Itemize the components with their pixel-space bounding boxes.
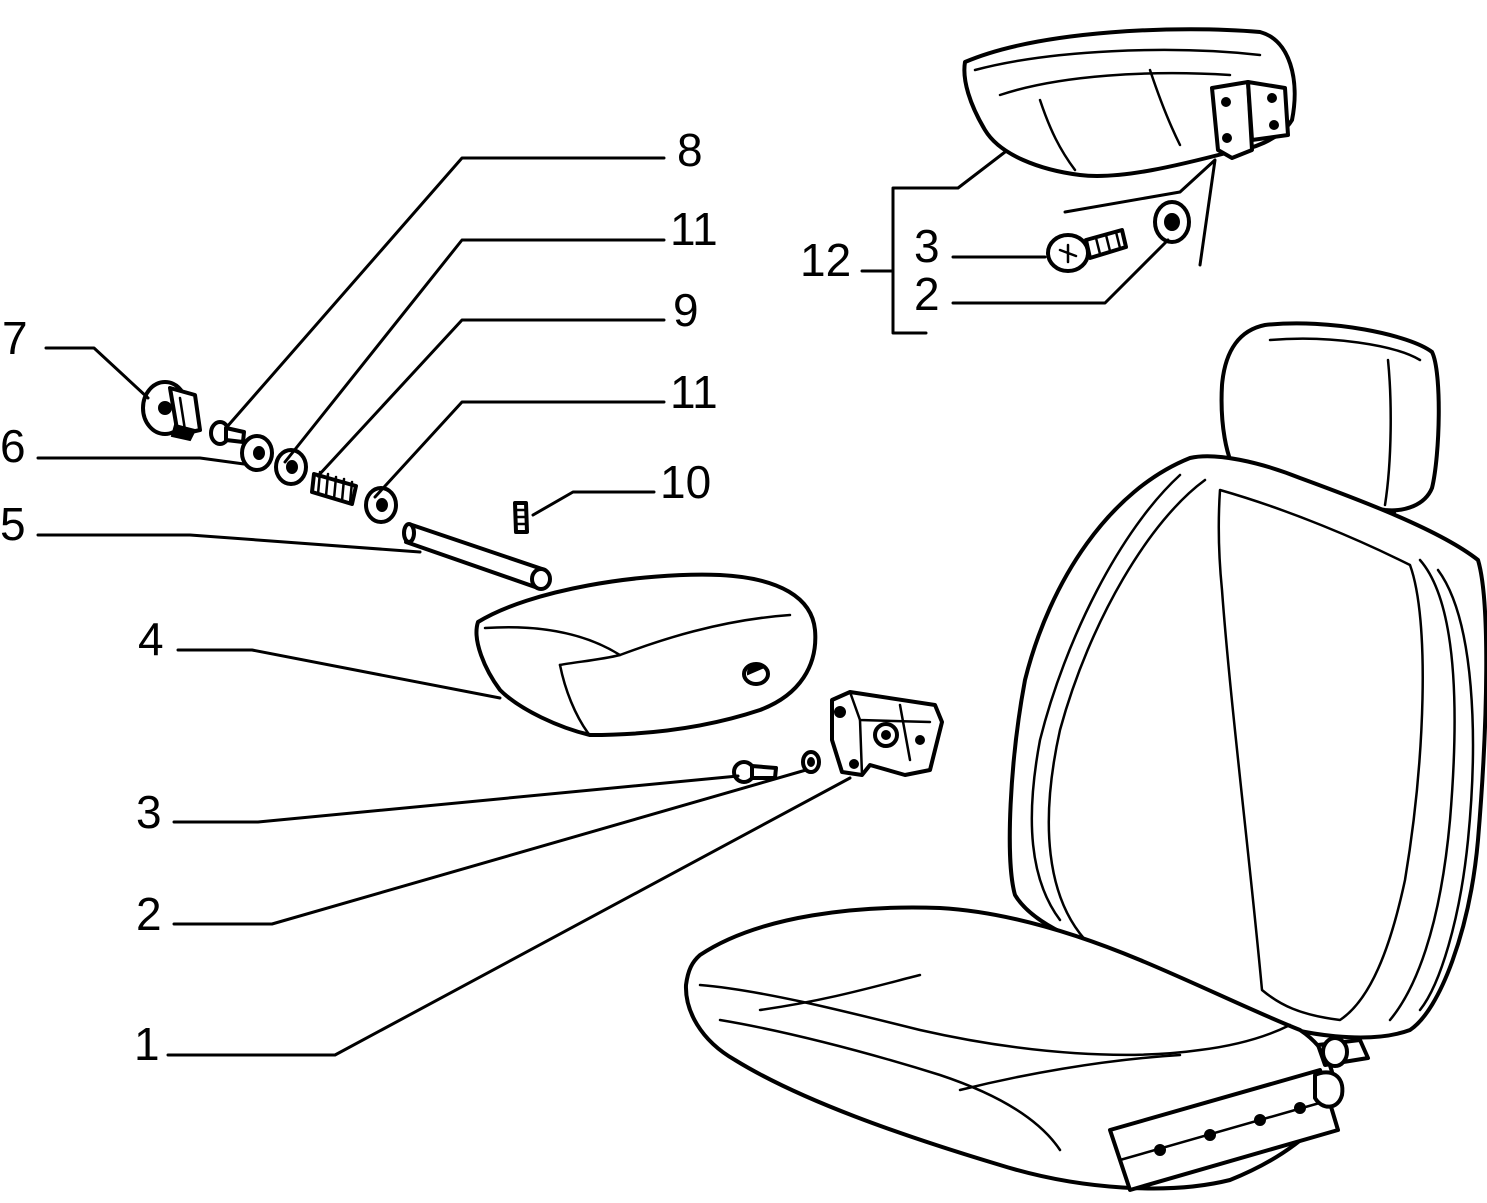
callout-3-upper: 3 — [914, 220, 940, 272]
pin-icon — [513, 501, 529, 534]
armrest-pad — [474, 572, 818, 737]
screw-small-icon — [209, 420, 246, 446]
callout-2-lower: 2 — [136, 888, 162, 940]
callout-11-lower: 11 — [670, 366, 718, 418]
callout-9: 9 — [673, 284, 699, 336]
knob-icon — [141, 380, 202, 442]
callout-7: 7 — [2, 312, 28, 364]
callout-11-upper: 11 — [670, 203, 718, 255]
callout-3-lower: 3 — [136, 786, 162, 838]
spring-icon — [310, 470, 358, 506]
callout-2-upper: 2 — [914, 268, 940, 320]
washer-icon — [274, 448, 308, 486]
callout-12: 12 — [800, 234, 851, 286]
callout-1: 1 — [134, 1018, 160, 1070]
seat-illustration — [683, 321, 1487, 1192]
callout-10: 10 — [660, 456, 711, 508]
leader-lines — [36, 150, 1217, 1057]
washer-small-icon — [240, 434, 274, 472]
callout-5: 5 — [0, 498, 26, 550]
washer-icon — [801, 750, 821, 774]
armrest-kit-bracket — [1210, 80, 1254, 160]
armrest-kit-illustration — [962, 27, 1297, 273]
washer-icon — [364, 486, 398, 524]
washer-icon — [1153, 200, 1191, 244]
screw-icon — [1046, 228, 1128, 273]
shaft-icon — [402, 522, 552, 591]
callout-8: 8 — [677, 124, 703, 176]
armrest-assembly-illustration — [141, 380, 944, 784]
callout-4: 4 — [138, 613, 164, 665]
callout-labels: 8 11 9 11 10 7 6 5 4 3 2 1 12 3 2 — [0, 124, 940, 1070]
hinge-bracket-icon — [830, 690, 944, 777]
callout-6: 6 — [0, 420, 26, 472]
